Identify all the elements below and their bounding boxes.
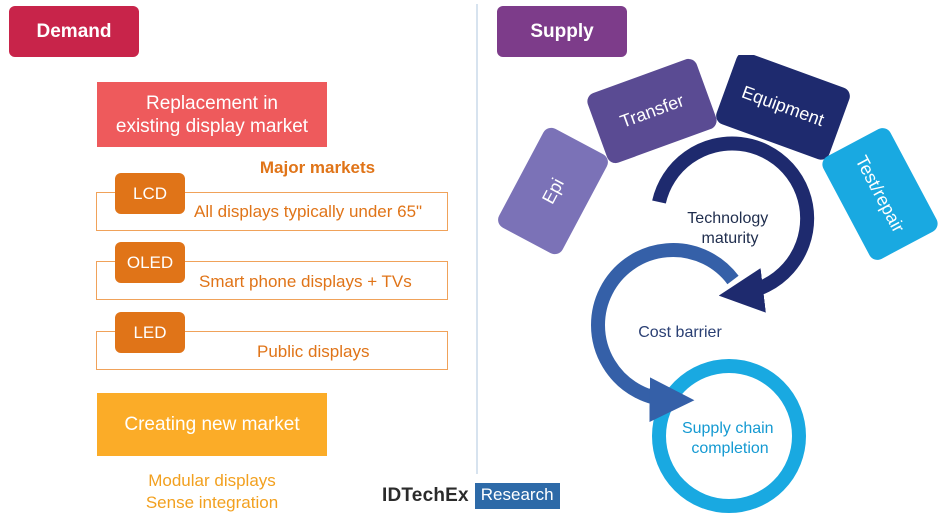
market-desc-led: Public displays <box>257 342 370 361</box>
supply-chain-label: Supply chain completion <box>682 420 778 457</box>
supply-chain-ring <box>652 359 806 513</box>
new-market-item: Modular displays <box>148 471 276 490</box>
segment-epi: Epi <box>498 127 608 255</box>
idtechex-logo: IDTechEx Research <box>382 483 560 509</box>
segment-transfer: Transfer <box>587 58 717 164</box>
market-desc-lcd: All displays typically under 65" <box>194 202 423 221</box>
market-desc-oled: Smart phone displays + TVs <box>199 272 412 291</box>
replacement-line-1: Replacement in <box>145 92 279 114</box>
logo-research: Research <box>474 483 560 509</box>
market-tag-oled: OLED <box>115 242 185 283</box>
market-tag-lcd: LCD <box>115 173 185 214</box>
replacement-box: Replacement in existing display market <box>97 82 327 147</box>
tech-maturity-label: Technology maturity <box>687 210 772 247</box>
cost-barrier-label: Cost barrier <box>638 324 722 341</box>
demand-header: Demand <box>9 6 139 57</box>
logo-brand: IDTechEx <box>382 485 469 506</box>
segment-equipment: Equipment <box>716 55 850 160</box>
major-markets-label: Major markets <box>259 158 376 177</box>
divider <box>476 4 478 474</box>
new-market-box: Creating new market <box>97 393 327 456</box>
segment-test-repair: Test/repair <box>822 128 938 260</box>
replacement-line-2: existing display market <box>115 115 309 137</box>
supply-diagram: Epi Transfer Equipment Test/repair Techn… <box>498 55 938 513</box>
market-tag-led: LED <box>115 312 185 353</box>
new-market-item: Sense integration <box>145 493 279 512</box>
new-market-items: Modular displays Sense integration <box>97 470 327 514</box>
tech-maturity-ring <box>652 136 815 313</box>
supply-header: Supply <box>497 6 627 57</box>
cost-barrier-ring <box>591 243 739 423</box>
